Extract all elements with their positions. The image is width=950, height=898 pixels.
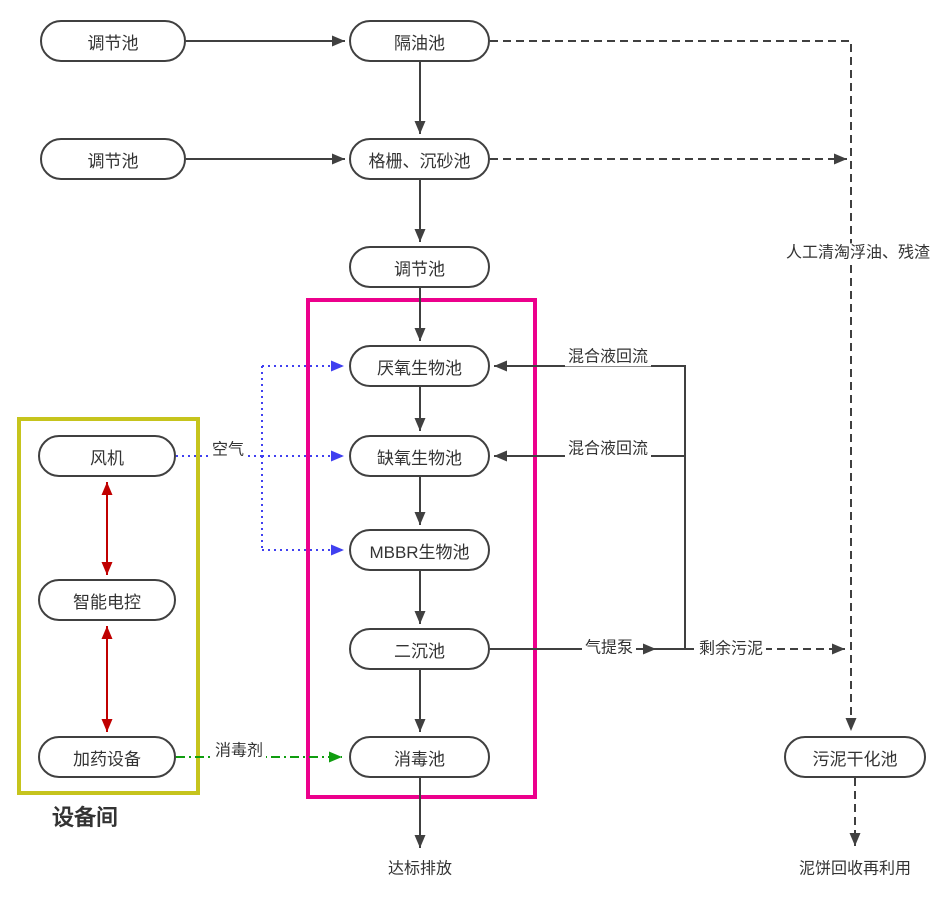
node-disinfection-tank: 消毒池 [349, 736, 490, 778]
label-equipment-room: 设备间 [52, 805, 119, 830]
node-anaerobic-bio-tank: 厌氧生物池 [349, 345, 490, 387]
node-regulating-tank-a: 调节池 [40, 20, 186, 62]
node-dosing-equipment: 加药设备 [38, 736, 176, 778]
label-mixed-liquor-reflux-2: 混合液回流 [564, 439, 652, 459]
node-fan: 风机 [38, 435, 176, 477]
label-mixed-liquor-reflux-1: 混合液回流 [564, 347, 652, 367]
label-air-lift-pump: 气提泵 [581, 638, 637, 658]
label-standard-discharge: 达标排放 [384, 859, 456, 879]
label-disinfectant: 消毒剂 [211, 741, 267, 761]
node-oil-separator: 隔油池 [349, 20, 490, 62]
dashed-oil-skim-to-sludge-drying [490, 40, 857, 731]
node-regulating-tank-c: 调节池 [349, 246, 490, 288]
node-mbbr-bio-tank: MBBR生物池 [349, 529, 490, 571]
node-regulating-tank-b: 调节池 [40, 138, 186, 180]
biological-process-group-box [306, 298, 537, 799]
label-excess-sludge: 剩余污泥 [695, 639, 767, 659]
node-secondary-sed-tank: 二沉池 [349, 628, 490, 670]
label-air: 空气 [208, 440, 248, 460]
node-anoxic-bio-tank: 缺氧生物池 [349, 435, 490, 477]
node-sludge-drying-tank: 污泥干化池 [784, 736, 926, 778]
arrow-reflux-to-anaerobic [494, 360, 686, 649]
label-mud-cake-reuse: 泥饼回收再利用 [795, 859, 915, 879]
label-manual-skimming: 人工清淘浮油、残渣 [782, 243, 934, 263]
node-smart-control: 智能电控 [38, 579, 176, 621]
equipment-room-group-box [17, 417, 200, 795]
node-grid-grit-chamber: 格栅、沉砂池 [349, 138, 490, 180]
